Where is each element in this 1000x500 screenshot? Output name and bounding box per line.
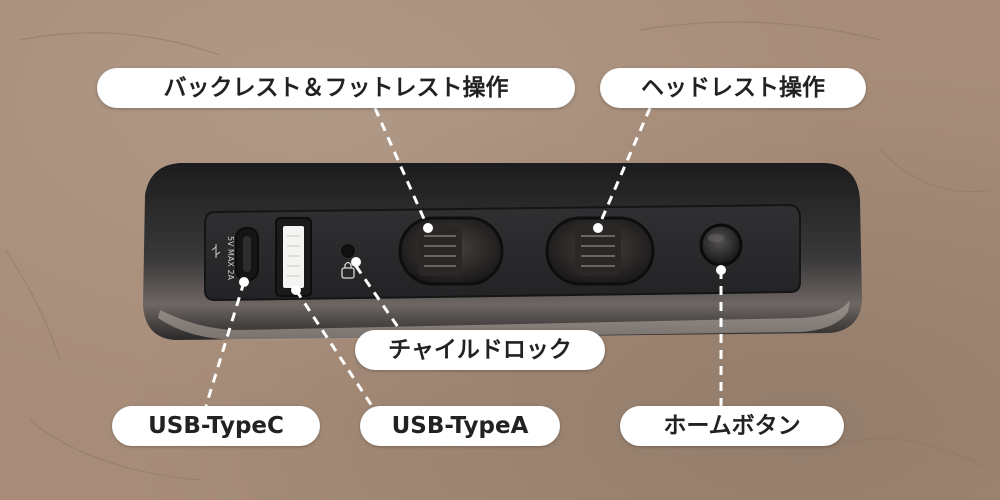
- home-button[interactable]: [699, 223, 743, 267]
- label-home-button-text: ホームボタン: [663, 413, 801, 439]
- label-usb-typea: USB-TypeA: [360, 406, 560, 446]
- leader-childlock: [354, 265, 402, 331]
- label-backrest-footrest: バックレスト＆フットレスト操作: [97, 68, 575, 108]
- headrest-switch[interactable]: [545, 216, 655, 286]
- label-headrest-text: ヘッドレスト操作: [641, 75, 825, 101]
- leader-dots: [239, 223, 726, 295]
- usb-marking: 5V MAX 2A: [226, 236, 235, 281]
- label-usb-typea-text: USB-TypeA: [391, 413, 529, 439]
- leader-usbc: [204, 281, 246, 407]
- bezel-highlight: [158, 300, 850, 340]
- label-backrest-footrest-text: バックレスト＆フットレスト操作: [163, 75, 509, 101]
- leader-usba: [294, 289, 374, 407]
- usb-typea-port[interactable]: [275, 217, 312, 297]
- label-child-lock-text: チャイルドロック: [388, 337, 572, 363]
- usb-symbol-icon: [211, 244, 221, 258]
- leather-texture: [4, 21, 991, 481]
- usb-typec-port[interactable]: [235, 227, 259, 281]
- label-home-button: ホームボタン: [620, 406, 844, 446]
- leader-lines: [204, 107, 723, 407]
- leader-headrest: [596, 107, 652, 229]
- label-child-lock: チャイルドロック: [355, 330, 605, 370]
- backrest-footrest-switch[interactable]: [398, 216, 504, 286]
- child-lock-indicator: [341, 244, 355, 258]
- lock-icon: [341, 261, 355, 279]
- label-usb-typec: USB-TypeC: [112, 406, 320, 446]
- leader-backrest: [373, 107, 430, 229]
- label-usb-typec-text: USB-TypeC: [148, 413, 284, 439]
- label-headrest: ヘッドレスト操作: [600, 68, 866, 108]
